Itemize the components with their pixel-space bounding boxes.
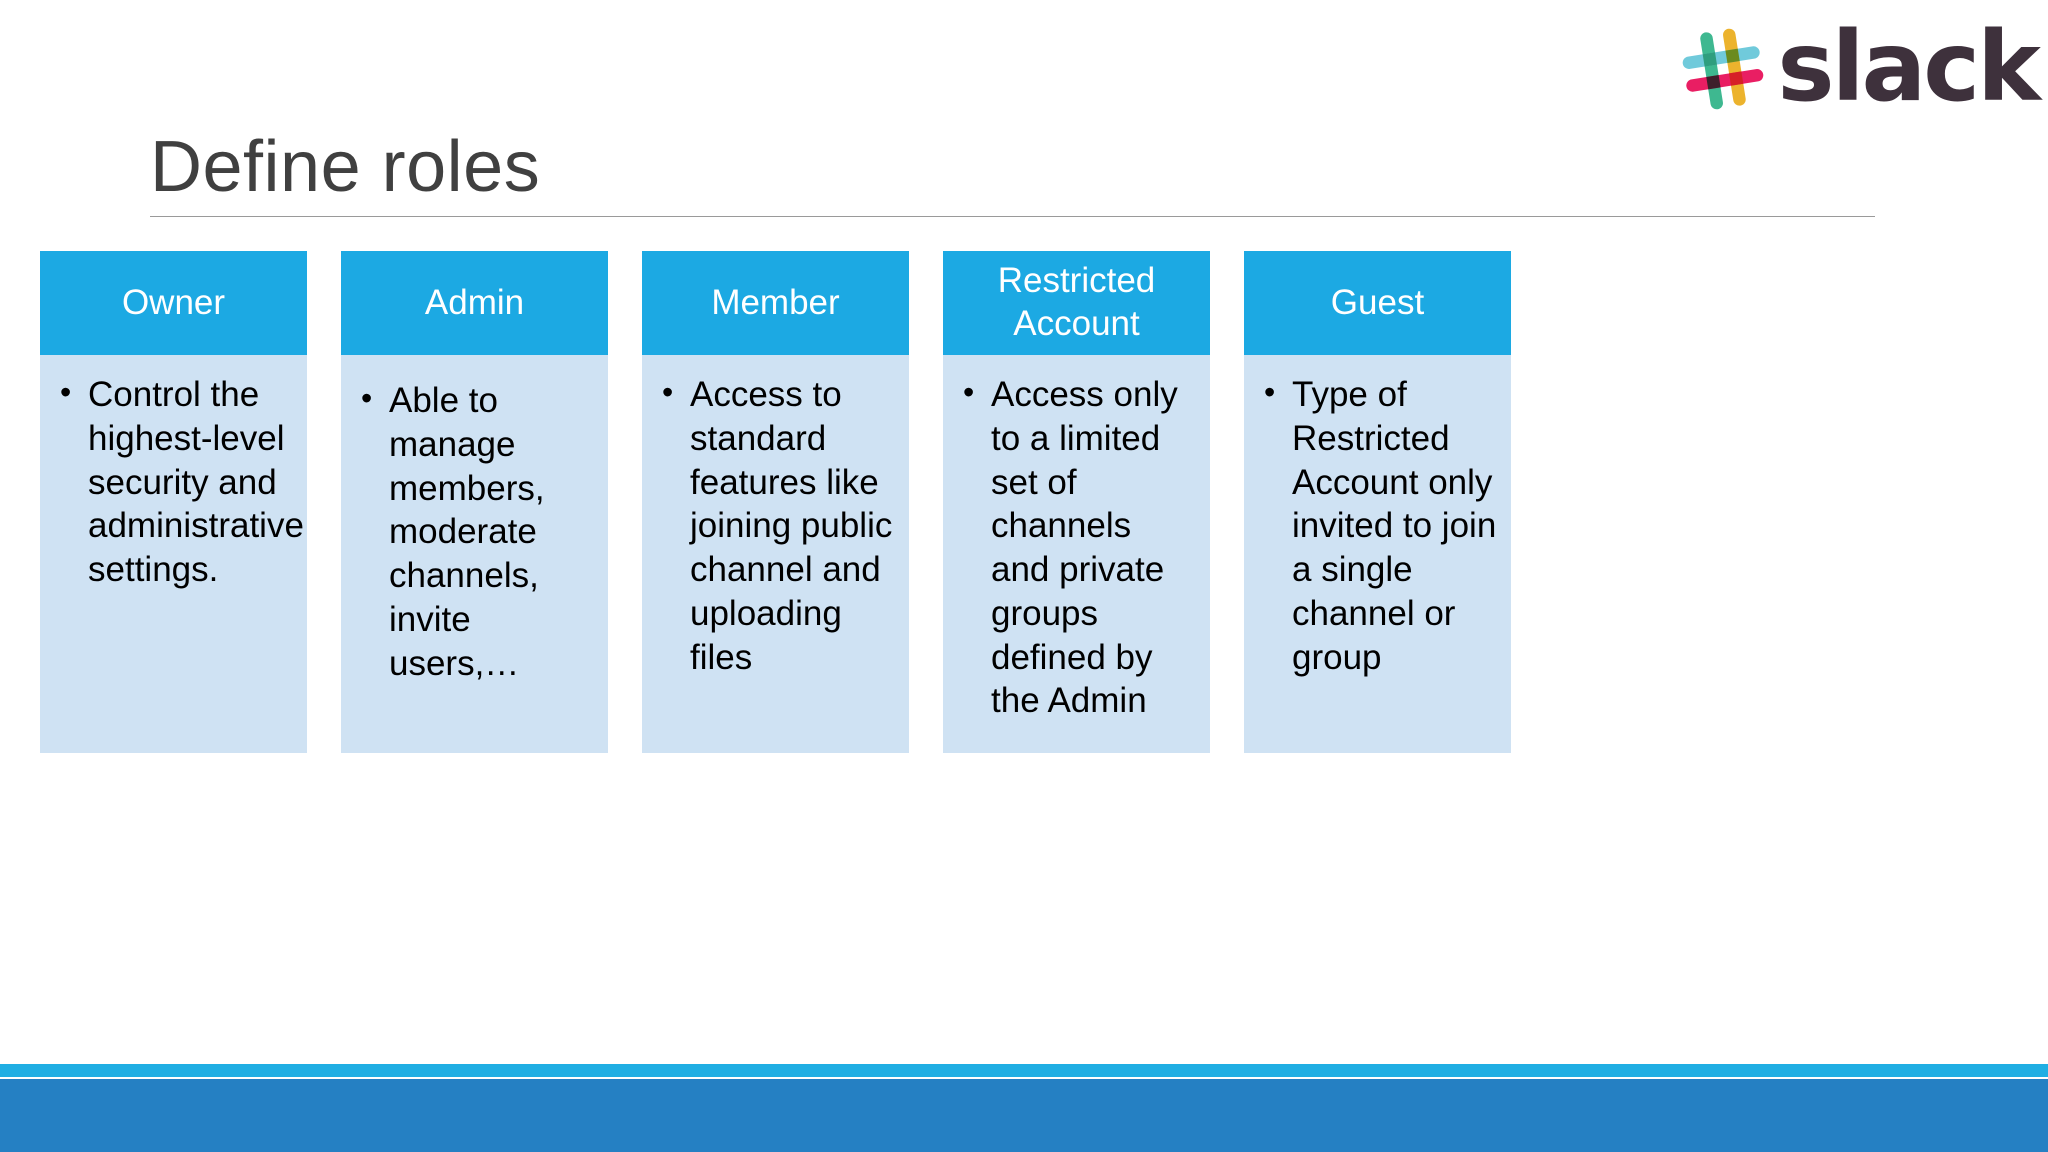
bullet-list: Control the highest-level security and a…	[54, 372, 304, 592]
role-body-admin: Able to manage members, moderate channel…	[341, 355, 608, 753]
role-header-restricted-account: Restricted Account	[943, 251, 1210, 355]
role-body-member: Access to standard features like joining…	[642, 355, 909, 753]
role-header-guest: Guest	[1244, 251, 1511, 355]
bullet-list: Access only to a limited set of channels…	[957, 372, 1196, 723]
list-item: Able to manage members, moderate channel…	[355, 378, 594, 685]
list-item: Type of Restricted Account only invited …	[1258, 372, 1497, 679]
role-card-admin: Admin Able to manage members, moderate c…	[341, 251, 608, 753]
role-card-guest: Guest Type of Restricted Account only in…	[1244, 251, 1511, 753]
slack-hash-icon	[1683, 28, 1764, 110]
list-item: Access only to a limited set of channels…	[957, 372, 1196, 723]
role-header-owner: Owner	[40, 251, 307, 355]
roles-card-row: Owner Control the highest-level security…	[40, 251, 1975, 753]
bullet-list: Able to manage members, moderate channel…	[355, 378, 594, 685]
role-card-owner: Owner Control the highest-level security…	[40, 251, 307, 753]
role-body-guest: Type of Restricted Account only invited …	[1244, 355, 1511, 753]
list-item: Control the highest-level security and a…	[54, 372, 304, 592]
page-title: Define roles	[150, 127, 541, 207]
role-card-restricted-account: Restricted Account Access only to a limi…	[943, 251, 1210, 753]
bullet-list: Type of Restricted Account only invited …	[1258, 372, 1497, 679]
footer-band	[0, 1079, 2048, 1152]
slack-logo: slack	[1683, 11, 2041, 124]
list-item: Access to standard features like joining…	[656, 372, 895, 679]
role-header-admin: Admin	[341, 251, 608, 355]
role-header-member: Member	[642, 251, 909, 355]
role-card-member: Member Access to standard features like …	[642, 251, 909, 753]
role-body-owner: Control the highest-level security and a…	[40, 355, 307, 753]
title-divider	[150, 216, 1875, 217]
bullet-list: Access to standard features like joining…	[656, 372, 895, 679]
footer-accent-strip	[0, 1064, 2048, 1077]
role-body-restricted-account: Access only to a limited set of channels…	[943, 355, 1210, 753]
slack-wordmark: slack	[1777, 11, 2041, 123]
